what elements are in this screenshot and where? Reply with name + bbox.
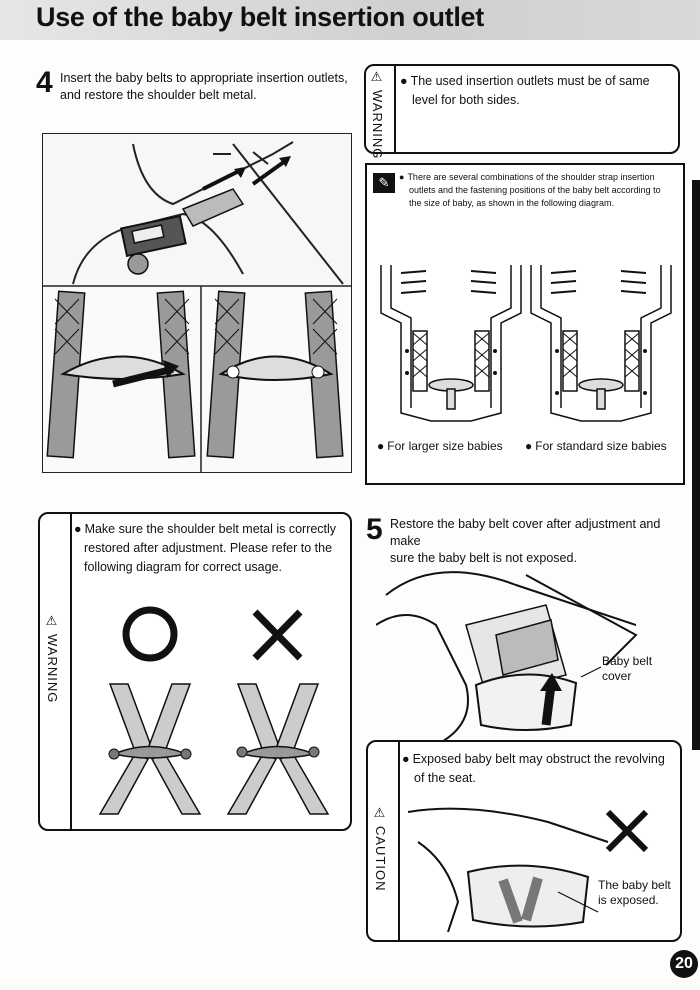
callout-cover-line-2: cover [602, 669, 632, 683]
warning-left-strip [40, 514, 72, 829]
step-4-line-1: Insert the baby belts to appropriate ins… [60, 71, 348, 85]
step-5-line-1: Restore the baby belt cover after adjust… [390, 517, 661, 548]
caution-triangle-icon: ⚠ [373, 806, 388, 822]
page-title: Use of the baby belt insertion outlet [36, 2, 484, 32]
page-number: 20 [670, 950, 698, 978]
warning-label-strip [366, 66, 396, 152]
caption-standard: For standard size babies [525, 439, 667, 453]
warning-left-label-text: WARNING [45, 634, 60, 704]
warning-box-left: ⚠ WARNING Make sure the shoulder belt me… [38, 512, 352, 831]
warning-label: ⚠ WARNING [370, 70, 385, 159]
step-5-text: Restore the baby belt cover after adjust… [390, 516, 690, 567]
warning-left-label: ⚠ WARNING [45, 614, 60, 703]
belt-cover-illustration [376, 571, 638, 745]
step-5-line-2: sure the baby belt is not exposed. [390, 551, 577, 565]
exposed-belt-illustration [408, 807, 649, 932]
exposed-belt-callout: The baby belt is exposed. [598, 878, 671, 908]
cross-exposed-icon [605, 809, 649, 853]
warning-left-line-2: restored after adjustment. Please refer … [84, 541, 333, 555]
warning-left-text: Make sure the shoulder belt metal is cor… [74, 520, 344, 577]
step-4-illustration [42, 133, 352, 473]
info-box: ✎ There are several combinations of the … [365, 163, 685, 485]
cross-incorrect-icon [252, 609, 303, 661]
note-pencil-icon: ✎ [373, 173, 395, 193]
caption-larger: For larger size babies [377, 439, 503, 453]
warning-top-text: The used insertion outlets must be of sa… [400, 72, 670, 110]
warning-label-text: WARNING [370, 90, 385, 160]
warning-left-line-1: Make sure the shoulder belt metal is cor… [74, 520, 344, 539]
caution-label-strip [368, 742, 400, 940]
info-line-1: There are several combinations of the sh… [399, 171, 677, 184]
step-4-text: Insert the baby belts to appropriate ins… [60, 70, 360, 104]
info-line-3: the size of baby, as shown in the follow… [409, 198, 614, 208]
step-5-number: 5 [366, 513, 383, 546]
circle-correct-icon [122, 606, 178, 662]
caution-label: ⚠ CAUTION [373, 806, 388, 892]
section-tab-marker [692, 180, 700, 750]
warning-box-top: ⚠ WARNING The used insertion outlets mus… [364, 64, 680, 159]
baby-belt-cover-callout: Baby belt cover [602, 654, 652, 684]
caution-label-text: CAUTION [373, 826, 388, 892]
caution-box: ⚠ CAUTION Exposed baby belt may obstruct… [366, 740, 682, 942]
info-text: There are several combinations of the sh… [399, 171, 677, 210]
caution-text: Exposed baby belt may obstruct the revol… [402, 750, 674, 788]
caption-standard-text: For standard size babies [525, 439, 667, 453]
warning-top-line-1: The used insertion outlets must be of sa… [400, 72, 670, 91]
caution-line-2: of the seat. [414, 771, 476, 785]
belt-insertion-figure [43, 134, 351, 472]
size-diagram [380, 265, 672, 422]
warning-top-line-2: level for both sides. [412, 93, 520, 107]
callout-exposed-line-2: is exposed. [598, 893, 659, 907]
caution-line-1: Exposed baby belt may obstruct the revol… [402, 750, 674, 769]
warning-left-line-3: following diagram for correct usage. [84, 560, 283, 574]
step-4-line-2: and restore the shoulder belt metal. [60, 88, 257, 102]
callout-cover-line-1: Baby belt [602, 654, 653, 668]
title-bar [0, 0, 700, 40]
caption-larger-text: For larger size babies [377, 439, 503, 453]
info-line-2: outlets and the fastening positions of t… [409, 185, 661, 195]
callout-exposed-line-1: The baby belt [598, 878, 671, 892]
step-4-number: 4 [36, 66, 53, 99]
warning-triangle-icon: ⚠ [45, 614, 60, 630]
warning-triangle-icon: ⚠ [370, 70, 385, 86]
correct-incorrect-diagram [98, 606, 330, 815]
